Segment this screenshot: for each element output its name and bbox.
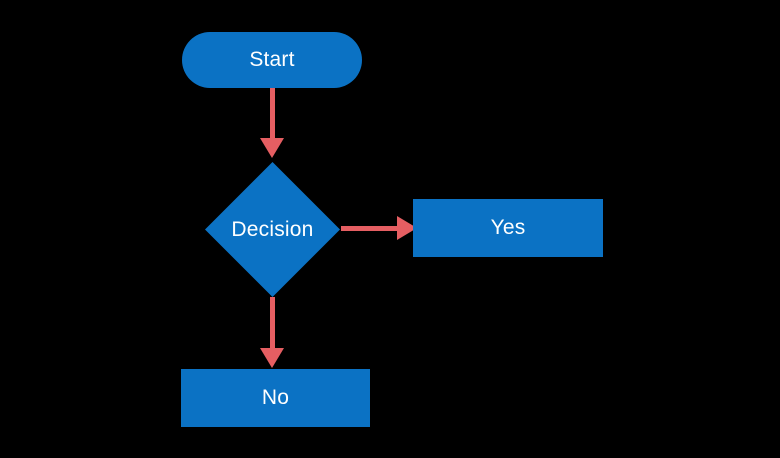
arrow-decision-to-yes-shaft [341, 226, 397, 231]
arrowhead-down-icon [260, 138, 284, 158]
node-decision-label: Decision [231, 217, 314, 241]
flowchart-node-decision: Decision [205, 162, 340, 297]
node-yes-label: Yes [490, 216, 526, 239]
flowchart-node-no: No [181, 369, 370, 427]
node-start-label: Start [249, 48, 295, 71]
node-no-label: No [261, 386, 290, 409]
arrowhead-right-icon [397, 216, 417, 240]
arrow-start-to-decision-shaft [270, 88, 275, 138]
arrowhead-down-icon [260, 348, 284, 368]
flowchart-node-start: Start [182, 32, 362, 88]
flowchart-node-yes: Yes [413, 199, 603, 257]
arrow-decision-to-no-shaft [270, 297, 275, 348]
